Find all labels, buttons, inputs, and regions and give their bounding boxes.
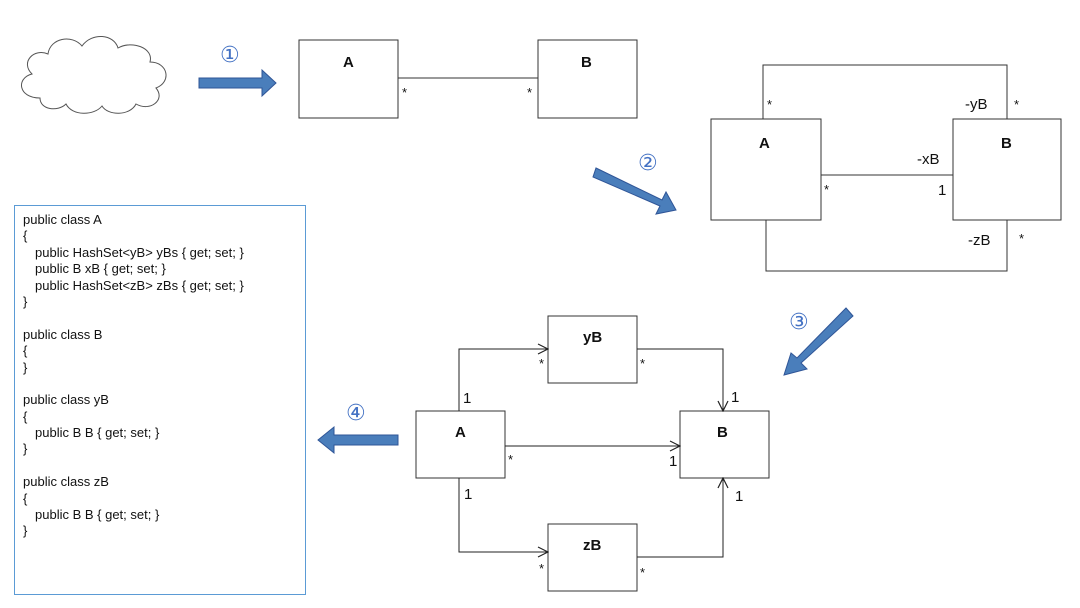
code-line: } [23, 441, 28, 457]
multiplicity-a: * [402, 85, 407, 100]
zb-b-multiplicity-zb: * [640, 565, 645, 580]
step-2-number: ② [638, 151, 658, 176]
cloud-icon [21, 36, 167, 114]
a-b-multiplicity-a: * [508, 452, 513, 467]
mid-multiplicity-b: 1 [938, 182, 946, 199]
yb-association-line [762, 64, 1008, 119]
code-line: public class B [23, 326, 103, 342]
step-1-arrow [198, 68, 277, 98]
step-4-number: ④ [346, 401, 366, 426]
zb-b-multiplicity-b: 1 [735, 488, 743, 505]
a-b-multiplicity-b: 1 [669, 453, 677, 470]
yb-to-b-line [637, 348, 723, 411]
diagram-3: yB A B zB 1 * * 1 * 1 1 * * 1 [415, 315, 770, 592]
class-zb-box [547, 523, 638, 592]
multiplicity-b: * [527, 85, 532, 100]
code-line: { [23, 408, 28, 424]
bottom-multiplicity-b: * [1019, 231, 1024, 246]
class-a-label: A [759, 135, 770, 152]
a-yb-multiplicity-yb: * [539, 356, 544, 371]
zb-to-b-line [637, 478, 723, 558]
zb-association-line [765, 220, 1008, 272]
code-line: } [23, 359, 28, 375]
diagram-1: A B * * [298, 39, 638, 119]
a-to-yb-line [458, 349, 548, 411]
code-spacer [23, 310, 305, 326]
code-line: } [23, 523, 28, 539]
class-a-box [415, 410, 506, 479]
top-multiplicity-a: * [767, 97, 772, 112]
code-line: public class A [23, 212, 102, 227]
code-line: public class zB [23, 474, 109, 490]
generated-code-box: public class A { public HashSet<yB> yBs … [14, 205, 306, 595]
step-3-arrow [783, 307, 854, 376]
class-zb-label: zB [583, 537, 602, 554]
code-line: } [23, 293, 28, 309]
step-4-arrow [317, 425, 399, 455]
class-b-label: B [581, 54, 592, 71]
a-yb-multiplicity-a: 1 [463, 390, 471, 407]
top-role-yb: -yB [965, 96, 988, 113]
a-zb-multiplicity-zb: * [539, 561, 544, 576]
step-3-number: ③ [789, 310, 809, 335]
class-a-label: A [343, 54, 354, 71]
class-a-box [298, 39, 399, 119]
yb-b-multiplicity-yb: * [640, 356, 645, 371]
class-a-box [710, 118, 822, 221]
code-line: { [23, 228, 28, 244]
class-yb-box [547, 315, 638, 384]
code-line: public HashSet<zB> zBs { get; set; } [35, 277, 244, 293]
code-line: { [23, 343, 28, 359]
mid-role-xb: -xB [917, 151, 940, 168]
class-b-label: B [717, 424, 728, 441]
diagram-2: A B * -yB * * -xB 1 -zB * [710, 64, 1062, 272]
yb-b-multiplicity-b: 1 [731, 389, 739, 406]
step-2-arrow [592, 167, 677, 215]
code-line: public B B { get; set; } [35, 425, 160, 441]
bottom-role-zb: -zB [968, 232, 991, 249]
code-line: { [23, 490, 28, 506]
a-zb-multiplicity-a: 1 [464, 486, 472, 503]
class-b-box [952, 118, 1062, 221]
class-b-box [679, 410, 770, 479]
class-b-label: B [1001, 135, 1012, 152]
code-spacer [23, 376, 305, 392]
code-line: public B xB { get; set; } [35, 261, 166, 277]
class-b-box [537, 39, 638, 119]
code-line: public B B { get; set; } [35, 507, 160, 523]
mid-multiplicity-a: * [824, 182, 829, 197]
code-spacer [23, 458, 305, 474]
a-to-zb-line [458, 478, 548, 552]
class-a-label: A [455, 424, 466, 441]
class-yb-label: yB [583, 329, 602, 346]
code-line: public HashSet<yB> yBs { get; set; } [35, 244, 244, 260]
top-multiplicity-b: * [1014, 97, 1019, 112]
code-line: public class yB [23, 392, 109, 408]
step-1-number: ① [220, 43, 240, 68]
